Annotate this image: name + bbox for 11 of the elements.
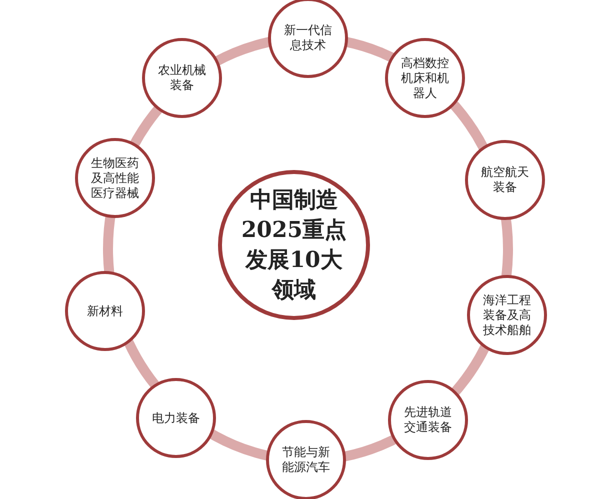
topic-label: 海洋工程装备及高技术船舶 — [482, 292, 532, 338]
topic-label: 航空航天装备 — [480, 165, 530, 195]
topic-label: 生物医药及高性能医疗器械 — [90, 156, 140, 200]
topic-label: 农业机械装备 — [157, 63, 207, 93]
topic-label: 新材料 — [86, 304, 124, 318]
topic-label: 高档数控机床和机器人 — [400, 56, 450, 100]
title-text: 中国制造2025重点发展10大领域 — [240, 186, 348, 305]
topic-label: 电力装备 — [151, 410, 201, 426]
topic-label: 节能与新能源汽车 — [281, 445, 331, 475]
topic-label: 新一代信息技术 — [283, 23, 333, 53]
topic-label: 先进轨道交通装备 — [403, 405, 453, 435]
